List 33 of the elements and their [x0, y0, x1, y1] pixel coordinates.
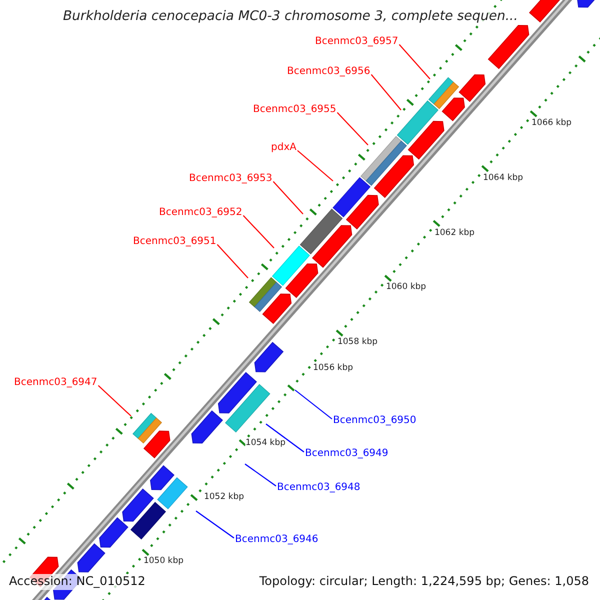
- scale-label: 1054 kbp: [245, 438, 286, 449]
- gene-label: Bcenmc03_6956: [287, 66, 370, 78]
- leader-line: [244, 464, 276, 486]
- gene-label: pdxA: [271, 142, 296, 154]
- scale-label: 1052 kbp: [204, 492, 244, 502]
- leader-line: [242, 215, 274, 248]
- gene-label: Bcenmc03_6957: [315, 36, 398, 48]
- leader-line: [336, 112, 368, 146]
- scale-label: 1060 kbp: [386, 283, 426, 294]
- leader-line: [216, 244, 248, 278]
- scale-label: 1062 kbp: [434, 228, 475, 238]
- gene-label: Bcenmc03_6949: [305, 448, 388, 460]
- scale-label: 1064 kbp: [482, 174, 524, 184]
- scale-label: 1056 kbp: [312, 364, 354, 374]
- gene-label: Bcenmc03_6947: [14, 377, 98, 388]
- leader-line: [196, 510, 234, 538]
- leader-line: [370, 74, 402, 110]
- leader-line: [297, 150, 334, 182]
- leader-line: [398, 44, 430, 80]
- leader-line: [98, 385, 132, 416]
- scale-label: 1066 kbp: [532, 118, 572, 129]
- gene-label: Bcenmc03_6951: [133, 236, 216, 248]
- scale-label: 1050 kbp: [143, 557, 184, 568]
- gene-label: Bcenmc03_6948: [277, 482, 360, 494]
- gene-label: Bcenmc03_6946: [235, 534, 318, 546]
- leader-line: [266, 424, 304, 452]
- gene-label: Bcenmc03_6953: [189, 173, 272, 184]
- gene-label: Bcenmc03_6952: [159, 207, 242, 218]
- leader-line: [272, 181, 304, 214]
- leader-line: [294, 390, 332, 420]
- gene-label: Bcenmc03_6950: [333, 415, 416, 426]
- gene-label: Bcenmc03_6955: [253, 104, 336, 116]
- scale-label: 1058 kbp: [337, 338, 378, 348]
